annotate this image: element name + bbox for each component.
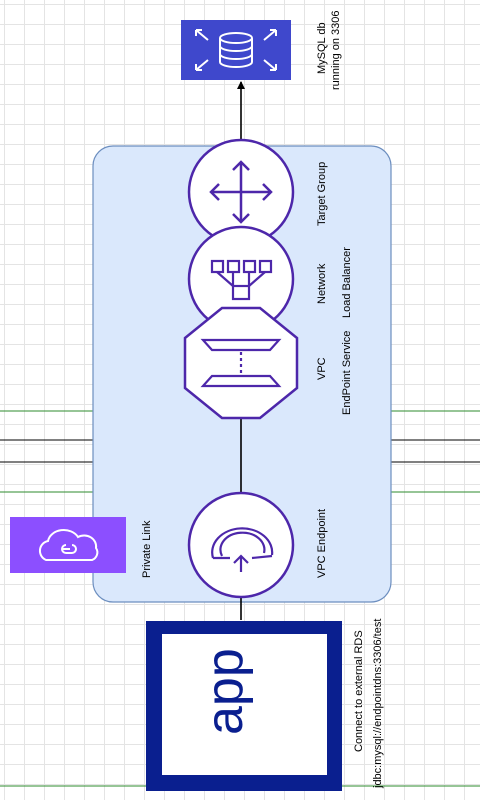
network-lb-label-line2: Load Balancer (341, 247, 353, 318)
target-group-icon[interactable] (187, 138, 295, 246)
mysql-db-label-line1: MySQL db (316, 22, 328, 74)
database-icon[interactable] (181, 20, 291, 80)
vpc-endpoint-label: VPC Endpoint (316, 508, 328, 578)
network-lb-label-line1: Network (316, 263, 328, 304)
app-text: app (196, 648, 254, 735)
endpoint-service-label-line2: EndPoint Service (341, 330, 353, 415)
private-link-label: Private Link (141, 520, 153, 578)
vpc-endpoint-icon[interactable] (187, 491, 295, 599)
load-balancer-icon[interactable] (187, 225, 295, 333)
cloud-link-icon[interactable] (10, 517, 126, 573)
app-box[interactable] (146, 621, 342, 791)
endpoint-service-label-line1: VPC (316, 357, 328, 380)
app-label-line2: jdbc:mysql://endpointdns:3306/test (372, 618, 384, 788)
app-label-line1: Connect to external RDS (353, 630, 365, 752)
endpoint-service-icon[interactable] (183, 306, 299, 420)
target-group-label: Target Group (316, 161, 328, 226)
mysql-db-label-line2: running on 3306 (330, 10, 342, 90)
